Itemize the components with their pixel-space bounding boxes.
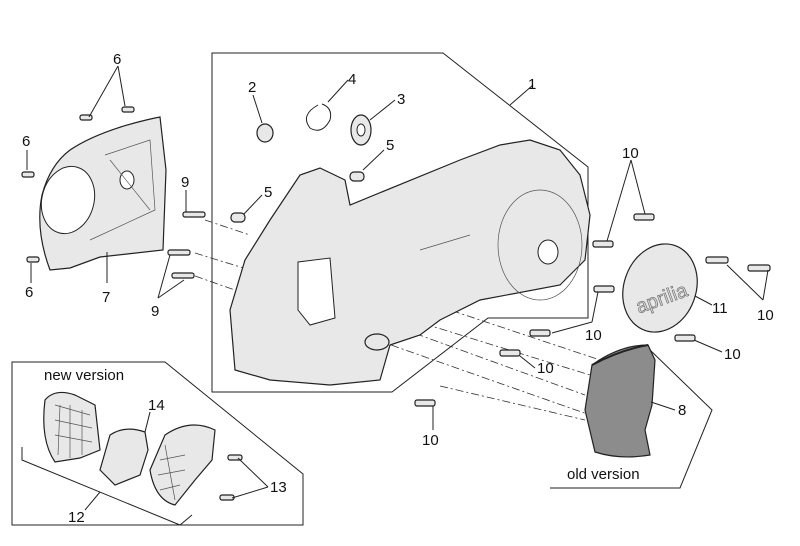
label-5a: 5 bbox=[386, 137, 394, 154]
label-10a: 10 bbox=[622, 145, 639, 162]
part-14-filter bbox=[99, 428, 149, 486]
part-2-bushing bbox=[256, 123, 274, 143]
label-10e: 10 bbox=[757, 307, 774, 324]
part-11-logo-cover: aprilia bbox=[622, 243, 698, 333]
label-11: 11 bbox=[712, 300, 728, 317]
leader-lines bbox=[26, 65, 769, 511]
label-14: 14 bbox=[148, 397, 165, 414]
part-8-intake-duct bbox=[584, 344, 656, 458]
label-1: 1 bbox=[528, 76, 536, 93]
label-8: 8 bbox=[678, 402, 686, 419]
label-4: 4 bbox=[348, 71, 356, 88]
label-3: 3 bbox=[397, 91, 405, 108]
part-4-circlip bbox=[305, 103, 332, 131]
new-version-caption: new version bbox=[44, 367, 124, 384]
label-10b: 10 bbox=[585, 327, 602, 344]
new-version-frame bbox=[11, 361, 304, 526]
label-6b: 6 bbox=[22, 133, 30, 150]
old-version-caption: old version bbox=[567, 466, 640, 483]
label-10c: 10 bbox=[537, 360, 554, 377]
part-7-cover-plate bbox=[39, 116, 167, 271]
old-version-frame bbox=[550, 349, 713, 489]
label-13: 13 bbox=[270, 479, 287, 496]
label-6a: 6 bbox=[113, 51, 121, 68]
main-group-frame bbox=[211, 52, 589, 393]
part-12-new-intake bbox=[43, 391, 216, 506]
label-6c: 6 bbox=[25, 284, 33, 301]
part-labels: 1 2 3 4 5 5 6 6 6 7 8 9 9 10 10 10 10 10… bbox=[22, 51, 774, 526]
label-7: 7 bbox=[102, 289, 110, 306]
part-10-screws bbox=[414, 213, 771, 407]
label-10f: 10 bbox=[422, 432, 439, 449]
label-10d: 10 bbox=[724, 346, 741, 363]
label-9a: 9 bbox=[181, 174, 189, 191]
label-9b: 9 bbox=[151, 303, 159, 320]
part-12-bracket bbox=[21, 447, 193, 526]
part-5-pin-b bbox=[230, 212, 246, 223]
label-12: 12 bbox=[68, 509, 85, 526]
label-5b: 5 bbox=[264, 184, 272, 201]
part-6-screws bbox=[21, 106, 135, 263]
part-13-screws bbox=[219, 454, 243, 501]
small-parts bbox=[230, 103, 372, 223]
part-9-screws bbox=[167, 211, 206, 279]
label-2: 2 bbox=[248, 79, 256, 96]
part-5-pin-a bbox=[349, 171, 365, 182]
part-1-transmission-cover bbox=[229, 139, 591, 386]
